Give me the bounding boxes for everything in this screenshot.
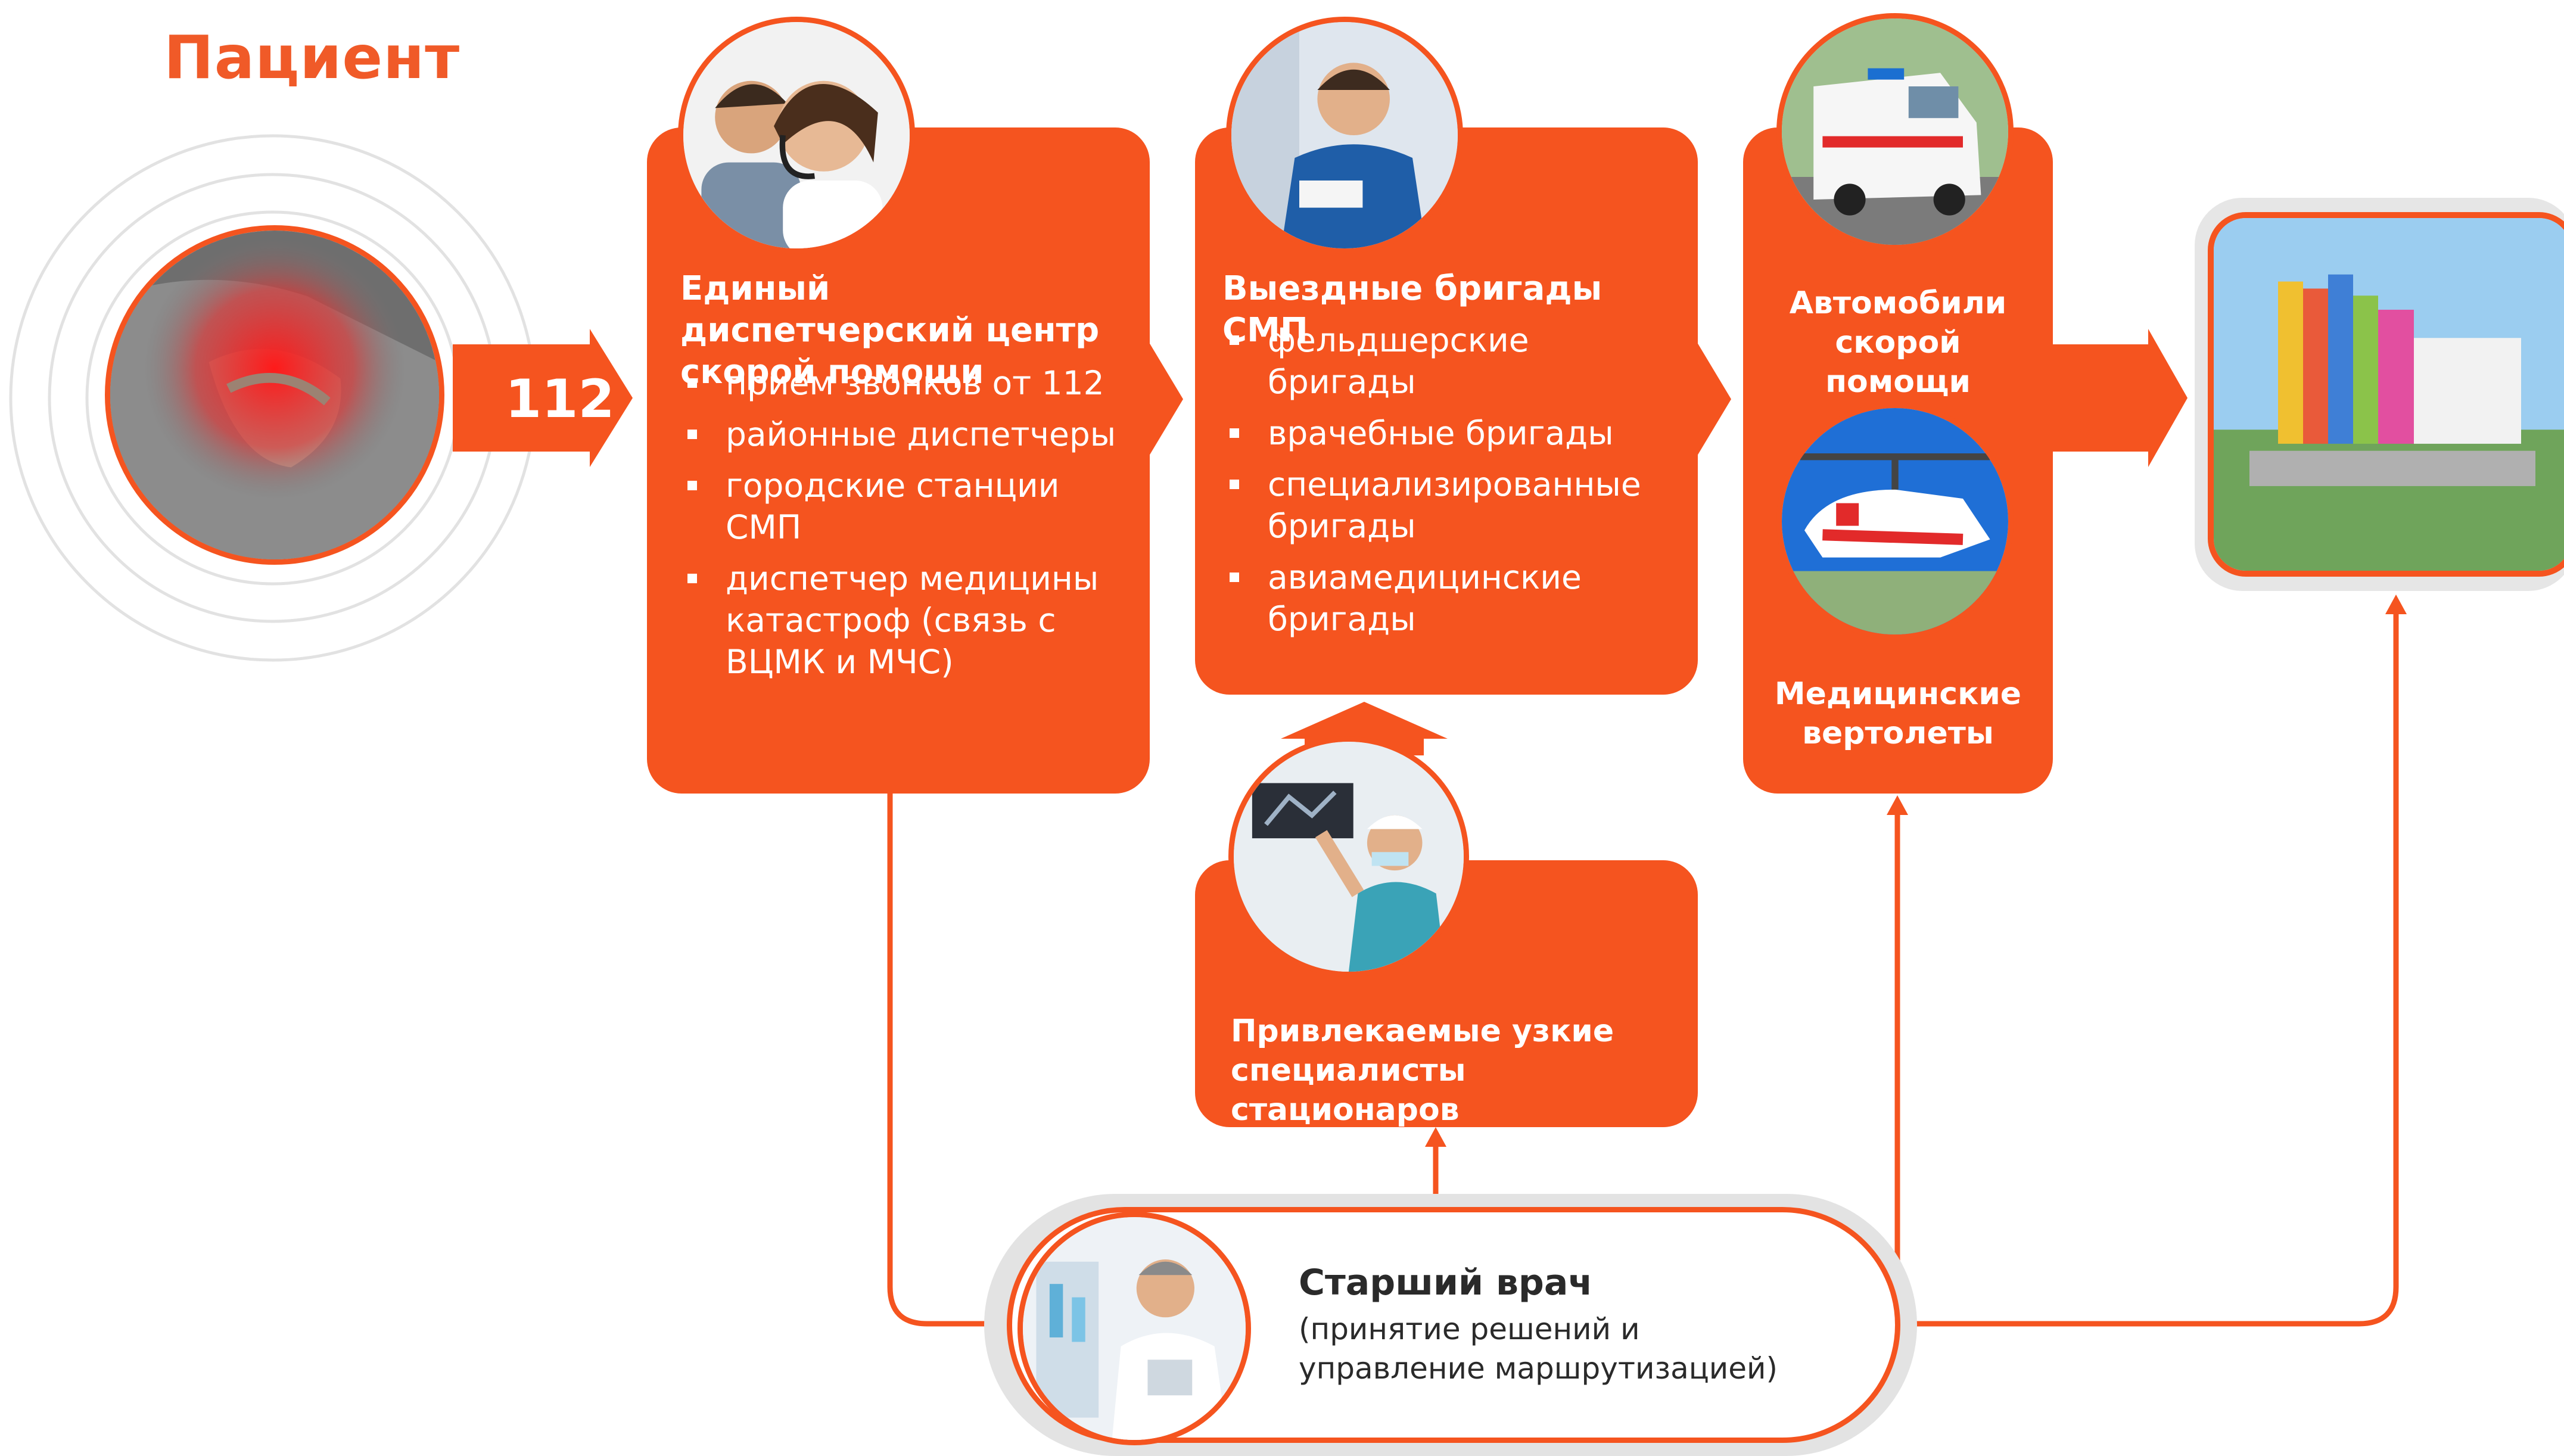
paramedic-photo	[1226, 17, 1463, 254]
senior-doctor-photo	[1017, 1212, 1251, 1445]
arrow-dispatch-to-brigades	[1144, 334, 1183, 465]
arrow-112	[453, 329, 633, 467]
list-item: специализированные бригады	[1225, 463, 1678, 547]
list-item: фельдшерские бригады	[1225, 319, 1678, 403]
helicopters-label: Медицинские вертолеты	[1774, 676, 2022, 751]
hospital-photo	[2208, 212, 2564, 577]
cars-label: Автомобили скорой помощи	[1789, 285, 2007, 400]
list-item: врачебные бригады	[1225, 412, 1678, 454]
list-item: районные диспетчеры	[683, 413, 1124, 455]
arrow-brigades-to-vehicles	[1692, 334, 1731, 465]
senior-doctor-title: Старший врач	[1299, 1262, 1593, 1303]
dispatch-title: Единый диспетчерский центр скорой помощи	[680, 269, 1100, 391]
dispatch-box	[647, 127, 1150, 794]
ambulance-car-photo	[1776, 13, 2014, 250]
brigades-list: фельдшерские бригады врачебные бригады с…	[1225, 319, 1678, 649]
list-item: прием звонков от 112	[683, 362, 1124, 404]
specialists-title: Привлекаемые узкие специалисты стационар…	[1231, 1013, 1614, 1128]
patient-heart-attack-photo	[105, 225, 444, 565]
arrow-specialists-up	[1281, 702, 1448, 739]
helicopter-photo	[1776, 403, 2014, 640]
dispatch-list: прием звонков от 112 районные диспетчеры…	[683, 362, 1124, 692]
list-item: городские станции СМП	[683, 465, 1124, 548]
senior-doctor-subtitle: (принятие решений и управление маршрутиз…	[1299, 1312, 1778, 1386]
arrow-to-hospital	[2049, 329, 2188, 467]
list-item: авиамедицинские бригады	[1225, 556, 1678, 640]
arrowheads	[1425, 595, 2407, 1147]
specialist-doctor-photo	[1228, 736, 1469, 977]
number-112: 112	[505, 368, 615, 430]
list-item: диспетчер медицины катастроф (связь с ВЦ…	[683, 558, 1124, 683]
dispatcher-photo	[678, 17, 915, 254]
patient-title: Пациент	[164, 23, 460, 92]
